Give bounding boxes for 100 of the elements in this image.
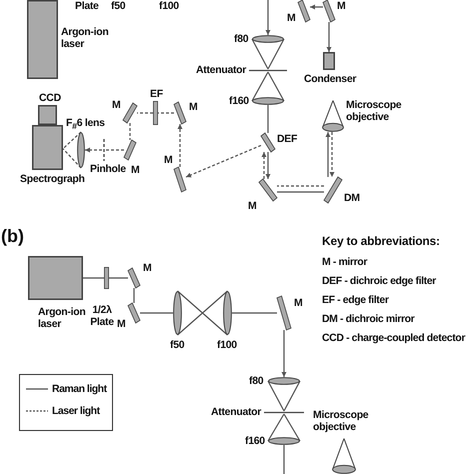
light-beam [178, 124, 182, 167]
part-label: M [337, 0, 346, 12]
lens [77, 132, 85, 168]
light-cone [267, 413, 301, 442]
part-label: Argon-ion laser [61, 26, 110, 50]
lens [173, 291, 182, 335]
mirror [259, 179, 277, 201]
light-beam [262, 152, 266, 179]
mirror [128, 303, 140, 323]
edge-filter [153, 101, 158, 125]
lens [268, 437, 300, 445]
light-cone [251, 38, 285, 70]
lens [268, 377, 300, 385]
mirror [124, 140, 136, 160]
part-label: M [287, 12, 296, 24]
part-label: f80 [234, 33, 248, 45]
light-beam [137, 112, 153, 114]
microscope-objective [322, 100, 344, 132]
light-beam [133, 288, 135, 303]
legend-label: Laser light [52, 405, 100, 418]
key-entry: M - mirror [322, 256, 368, 268]
laser [28, 256, 83, 300]
lens [252, 35, 284, 43]
light-beam [186, 144, 262, 178]
condenser [323, 52, 335, 70]
light-beam [109, 277, 128, 279]
part-label: M [112, 99, 120, 111]
mirror [298, 0, 310, 22]
light-beam [282, 330, 286, 377]
lens [252, 97, 284, 105]
part-label: M [143, 262, 152, 274]
light-beam [326, 22, 332, 52]
part-label: f100 [217, 339, 237, 351]
key-entry: CCD - charge-coupled detector [322, 332, 466, 344]
part-label: 1/2λ Plate [89, 304, 115, 328]
light-beam [277, 191, 324, 193]
laser [27, 0, 58, 79]
part-label: Attenuator [196, 64, 246, 76]
light-beam [83, 277, 104, 279]
mirror [277, 296, 291, 330]
part-label: Microscope objective [346, 99, 402, 123]
part-label: F$_{#}$6 lens [66, 117, 105, 132]
part-label: M [294, 297, 302, 309]
attenuator [264, 411, 304, 414]
part-label: Attenuator [211, 406, 262, 418]
part-label: f160 [229, 95, 249, 107]
part-label: Plate [75, 0, 99, 12]
light-beam [330, 132, 334, 177]
ccd-camera [38, 105, 57, 125]
light-beam [232, 312, 277, 314]
part-label: Microscope objective [313, 409, 370, 433]
light-beam [140, 312, 173, 314]
microscope-objective [332, 438, 356, 474]
light-cone [62, 131, 82, 169]
part-label: DEF [277, 133, 298, 145]
part-label: Condenser [304, 73, 356, 85]
part-label: M [248, 200, 256, 212]
part-label: f80 [249, 375, 264, 387]
light-cone [176, 290, 228, 336]
part-label: f160 [245, 435, 265, 447]
light-beam [277, 185, 324, 187]
light-beam [158, 112, 174, 114]
mirror [323, 0, 335, 22]
pinhole [102, 139, 106, 161]
mirror [174, 167, 186, 192]
light-beam [267, 105, 269, 133]
key-entry: EF - edge filter [322, 294, 389, 306]
light-beam [85, 148, 102, 152]
mirror [123, 103, 137, 123]
key-entry: DEF - dichroic edge filter [322, 275, 436, 288]
part-label: f50 [111, 0, 126, 12]
light-beam [310, 4, 323, 10]
light-cone [267, 380, 301, 412]
light-beam [326, 132, 330, 177]
lens [223, 291, 232, 335]
dichroic-mirror [324, 177, 342, 203]
spectrograph [32, 125, 63, 170]
legend-label: Raman light [52, 383, 107, 396]
part-label: f100 [159, 0, 179, 12]
part-label: Spectrograph [20, 173, 85, 185]
mirror [174, 102, 186, 124]
part-label: M [117, 318, 126, 330]
part-label: DM [344, 192, 360, 204]
part-label: f50 [170, 339, 184, 351]
light-beam [266, 152, 270, 179]
light-beam [129, 123, 131, 140]
attenuator [249, 69, 287, 72]
light-cone [251, 71, 285, 102]
part-label: CCD [39, 92, 61, 104]
dichroic-edge-filter [261, 133, 275, 152]
part-label: Argon-ion laser [38, 306, 86, 330]
panel-label: (b) [1, 226, 24, 246]
light-beam [106, 149, 124, 151]
part-label: Pinhole [90, 163, 126, 175]
key-entry: DM - dichroic mirror [322, 313, 414, 326]
part-label: M [164, 154, 172, 166]
part-label: EF [150, 88, 163, 100]
part-label: M [189, 101, 198, 113]
key-heading: Key to abbreviations: [322, 234, 440, 248]
mirror [128, 268, 140, 288]
